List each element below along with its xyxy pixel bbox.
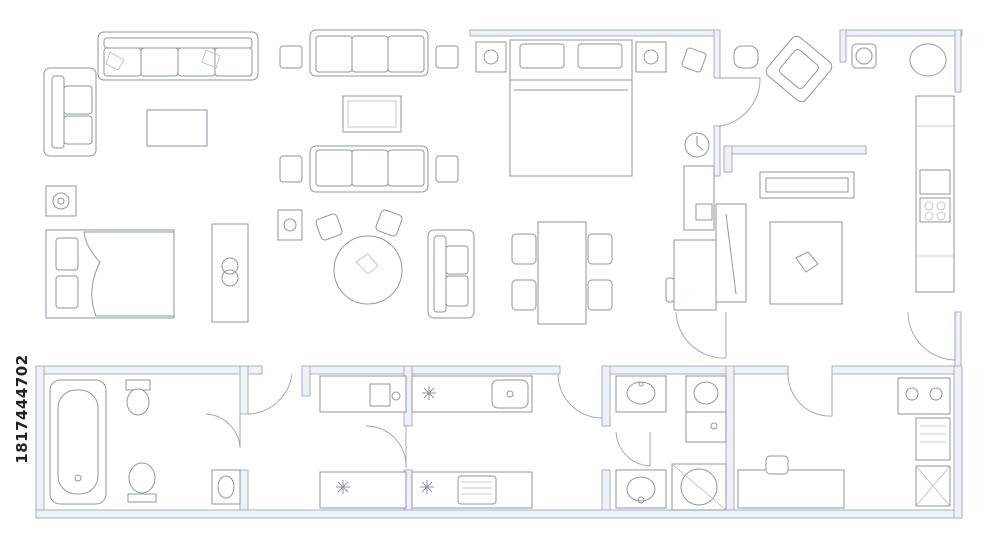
sofa-top-center bbox=[279, 29, 459, 77]
bathroom-right bbox=[615, 375, 727, 511]
stock-id-label: 1817444702 bbox=[9, 304, 35, 514]
bath-door bbox=[205, 413, 241, 449]
dining-table bbox=[511, 221, 613, 325]
kitchen-counter bbox=[915, 95, 955, 293]
kitchen-door-left bbox=[365, 425, 407, 469]
sofa-middle bbox=[279, 145, 459, 193]
round-table-set bbox=[277, 209, 475, 319]
bedroom-walls bbox=[469, 29, 721, 177]
office-bottom-right bbox=[737, 373, 951, 509]
hall-door bbox=[247, 373, 293, 415]
armchair-left bbox=[43, 67, 97, 157]
entry-door bbox=[675, 311, 727, 359]
tv-table bbox=[342, 95, 402, 133]
console-table bbox=[211, 223, 249, 323]
coffee-table-left bbox=[146, 109, 208, 147]
armchair-top-right bbox=[765, 35, 833, 103]
kitchen-door bbox=[907, 311, 956, 361]
kitchen-door-right bbox=[557, 373, 603, 419]
stock-id-text: 1817444702 bbox=[13, 354, 31, 464]
sink-bath-left bbox=[211, 469, 241, 505]
bathtub bbox=[49, 379, 107, 505]
desk-chair bbox=[665, 239, 717, 311]
bed-left bbox=[45, 229, 175, 319]
shelf-unit bbox=[683, 165, 747, 303]
bottom-walls bbox=[35, 365, 963, 519]
double-bed bbox=[475, 39, 667, 177]
chair-bedroom bbox=[681, 47, 707, 73]
shower-door bbox=[615, 431, 651, 467]
bar-counter bbox=[723, 145, 867, 199]
sofa-top-left bbox=[97, 31, 259, 81]
clock-round bbox=[684, 132, 710, 158]
toilet-round-corner bbox=[851, 43, 947, 77]
bedroom-door bbox=[719, 77, 761, 127]
kitchen-bottom-center bbox=[319, 375, 533, 509]
kitchen-island bbox=[769, 221, 843, 305]
toilet-left bbox=[125, 379, 157, 503]
kitchen-walls bbox=[839, 29, 963, 373]
side-table-lamp bbox=[45, 185, 77, 217]
stool-top bbox=[733, 45, 759, 69]
